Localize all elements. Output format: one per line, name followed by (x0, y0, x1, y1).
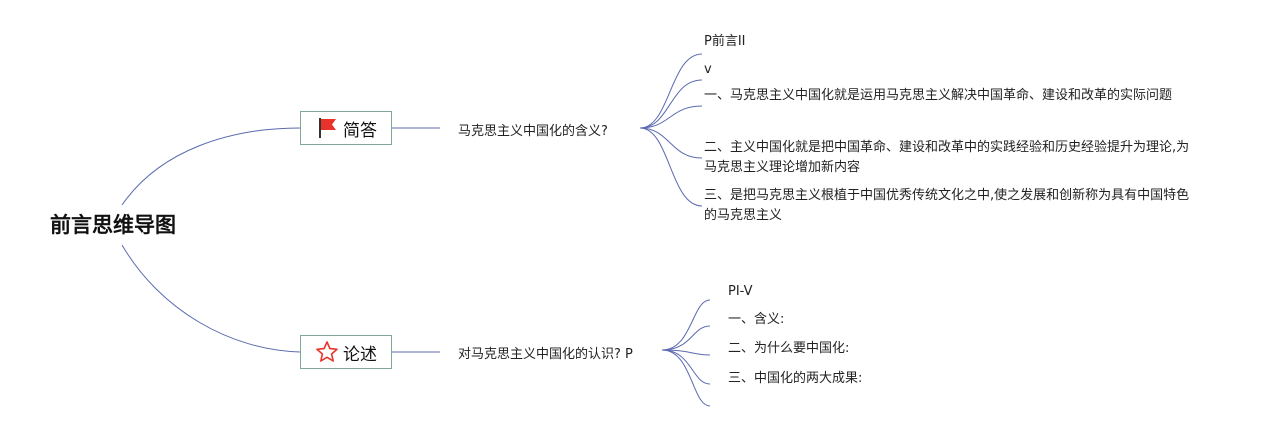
leaf-topic[interactable]: 一、含义: (728, 312, 785, 327)
branch-topic-short-answer[interactable]: 简答 (300, 111, 392, 145)
branch-label: 论述 (343, 344, 377, 365)
question-topic-1[interactable]: 马克思主义中国化的含义? (458, 124, 608, 139)
leaf-topic[interactable]: 三、中国化的两大成果: (728, 371, 863, 386)
question-1-leaf-1-connector (639, 53, 703, 129)
question-2-leaf-5-connector (661, 349, 711, 407)
question-topic-2[interactable]: 对马克思主义中国化的认识? P (458, 347, 633, 362)
question-1-leaf-3-connector (639, 105, 703, 129)
leaf-topic[interactable]: 三、是把马克思主义根植于中国优秀传统文化之中,使之发展和创新称为具有中国特色的马… (704, 188, 1190, 223)
question-2-leaf-1-connector (661, 299, 711, 351)
leaf-topic[interactable]: 二、为什么要中国化: (728, 341, 850, 356)
question-1-leaf-2-connector (639, 79, 703, 129)
red-flag-icon (315, 116, 339, 140)
star-outline-icon (315, 340, 339, 364)
leaf-topic[interactable]: PI-V (728, 284, 753, 299)
leaf-topic[interactable]: v (704, 62, 712, 77)
question-2-leaf-4-connector (661, 349, 711, 385)
root-to-branch-1-connector (121, 127, 301, 206)
branch-topic-essay[interactable]: 论述 (300, 335, 392, 369)
root-topic[interactable]: 前言思维导图 (28, 205, 198, 245)
question-2-leaf-2-connector (661, 325, 711, 351)
leaf-topic[interactable]: P前言II (704, 34, 746, 49)
leaf-topic[interactable]: 二、主义中国化就是把中国革命、建设和改革中的实践经验和历史经验提升为理论,为马克… (704, 140, 1190, 175)
question-1-leaf-4-connector (639, 127, 703, 159)
root-to-branch-2-connector (121, 244, 301, 353)
question-1-leaf-5-connector (639, 127, 703, 207)
leaf-topic[interactable]: 一、马克思主义中国化就是运用马克思主义解决中国革命、建设和改革的实际问题 (704, 88, 1173, 103)
branch-label: 简答 (343, 120, 377, 141)
